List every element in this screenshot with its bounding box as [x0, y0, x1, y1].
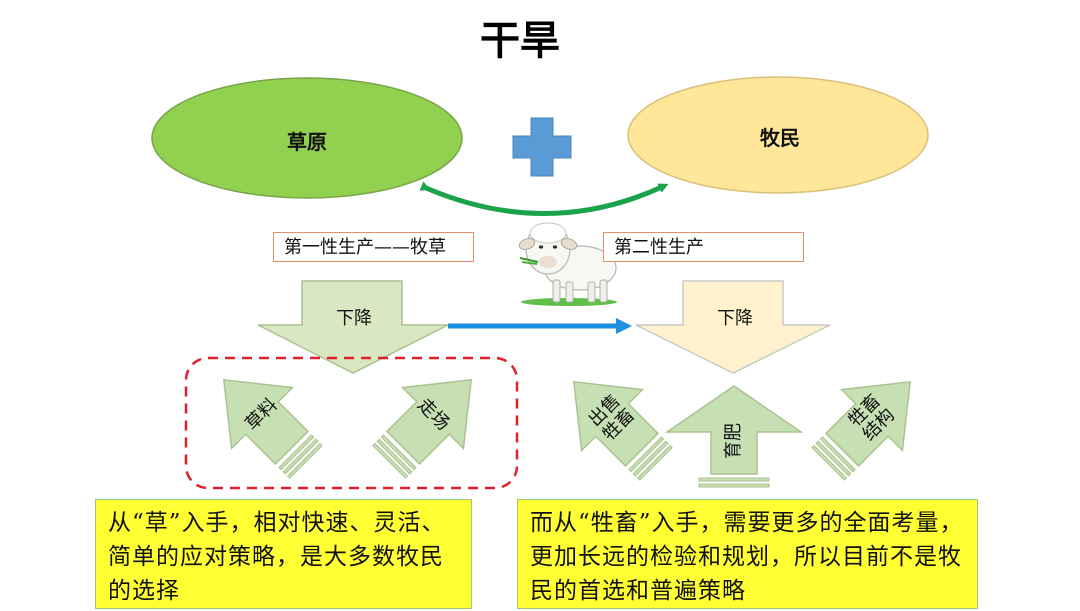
- herders-ellipse: [627, 76, 929, 194]
- fattening-arrow: [664, 385, 804, 488]
- right-decline-label: 下降: [717, 308, 753, 329]
- left-note: 从“草”入手，相对快速、灵活、简单的应对策略，是大多数牧民的选择: [95, 499, 472, 609]
- right-note: 而从“牲畜”入手，需要更多的全面考量，更加长远的检验和规划，所以目前不是牧民的首…: [517, 499, 978, 609]
- structure-arrow: [811, 380, 912, 481]
- page-title: 干旱: [480, 18, 560, 64]
- herders-label: 牧民: [760, 126, 800, 150]
- grassland-ellipse: [151, 77, 463, 199]
- fattening-label: 育肥: [723, 423, 744, 459]
- first-production-label: 第一性生产——牧草: [273, 232, 474, 262]
- left-decline-label: 下降: [336, 308, 372, 329]
- plus-icon: [512, 117, 572, 177]
- left-down-arrow: [257, 280, 449, 374]
- migration-arrow: [372, 378, 473, 479]
- sell-livestock-arrow: [572, 380, 673, 481]
- grassland-label: 草原: [287, 130, 327, 154]
- sheep-icon: [518, 222, 617, 306]
- forage-arrow: [222, 378, 323, 479]
- green-curved-arrow: [419, 181, 669, 216]
- right-down-arrow: [635, 280, 831, 374]
- second-production-label: 第二性生产: [603, 232, 804, 262]
- dashed-group-border: [184, 356, 519, 490]
